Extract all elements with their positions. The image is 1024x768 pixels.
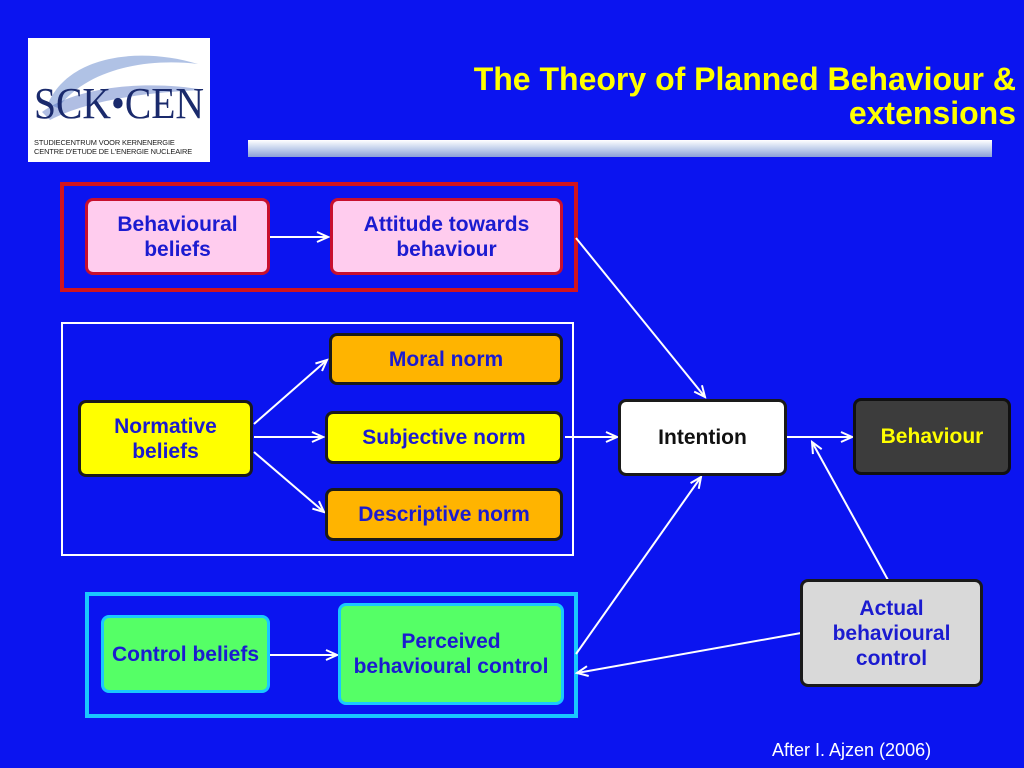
slide-title: The Theory of Planned Behaviour & extens… (316, 62, 1016, 130)
title-underline-bar (248, 140, 992, 157)
node-descriptive-norm: Descriptive norm (325, 488, 563, 541)
norm-group-box (61, 322, 574, 556)
arrow-actual-to-perceived (577, 632, 802, 673)
attitude-group-box (60, 182, 578, 292)
node-attitude-towards-behaviour: Attitude towards behaviour (330, 198, 563, 275)
arrow-attitude-to-intention (575, 237, 705, 397)
node-intention: Intention (618, 399, 787, 476)
node-control-beliefs: Control beliefs (101, 615, 270, 693)
node-behaviour: Behaviour (853, 398, 1011, 475)
slide-title-line1: The Theory of Planned Behaviour & (473, 61, 1016, 97)
logo-subtitle-line2: CENTRE D'ETUDE DE L'ENERGIE NUCLEAIRE (34, 146, 193, 156)
arrow-perceived-to-intention (575, 477, 701, 655)
node-perceived-behavioural-control: Perceived behavioural control (338, 603, 564, 705)
logo-wordmark: SCK•CEN (34, 79, 204, 128)
node-moral-norm: Moral norm (329, 333, 563, 385)
control-group-box (85, 592, 578, 718)
slide-title-line2: extensions (848, 95, 1016, 131)
logo-subtitle-line1: STUDIECENTRUM VOOR KERNENERGIE (34, 138, 175, 147)
sck-cen-logo: SCK•CEN STUDIECENTRUM VOOR KERNENERGIE C… (28, 38, 210, 162)
node-behavioural-beliefs: Behavioural beliefs (85, 198, 270, 275)
node-subjective-norm: Subjective norm (325, 411, 563, 464)
node-normative-beliefs: Normative beliefs (78, 400, 253, 477)
citation: After I. Ajzen (2006) (772, 740, 932, 760)
logo-subtitle: STUDIECENTRUM VOOR KERNENERGIE CENTRE D'… (34, 138, 206, 156)
sck-cen-logo-mark: SCK•CEN (34, 55, 204, 128)
node-actual-behavioural-control: Actual behavioural control (800, 579, 983, 687)
